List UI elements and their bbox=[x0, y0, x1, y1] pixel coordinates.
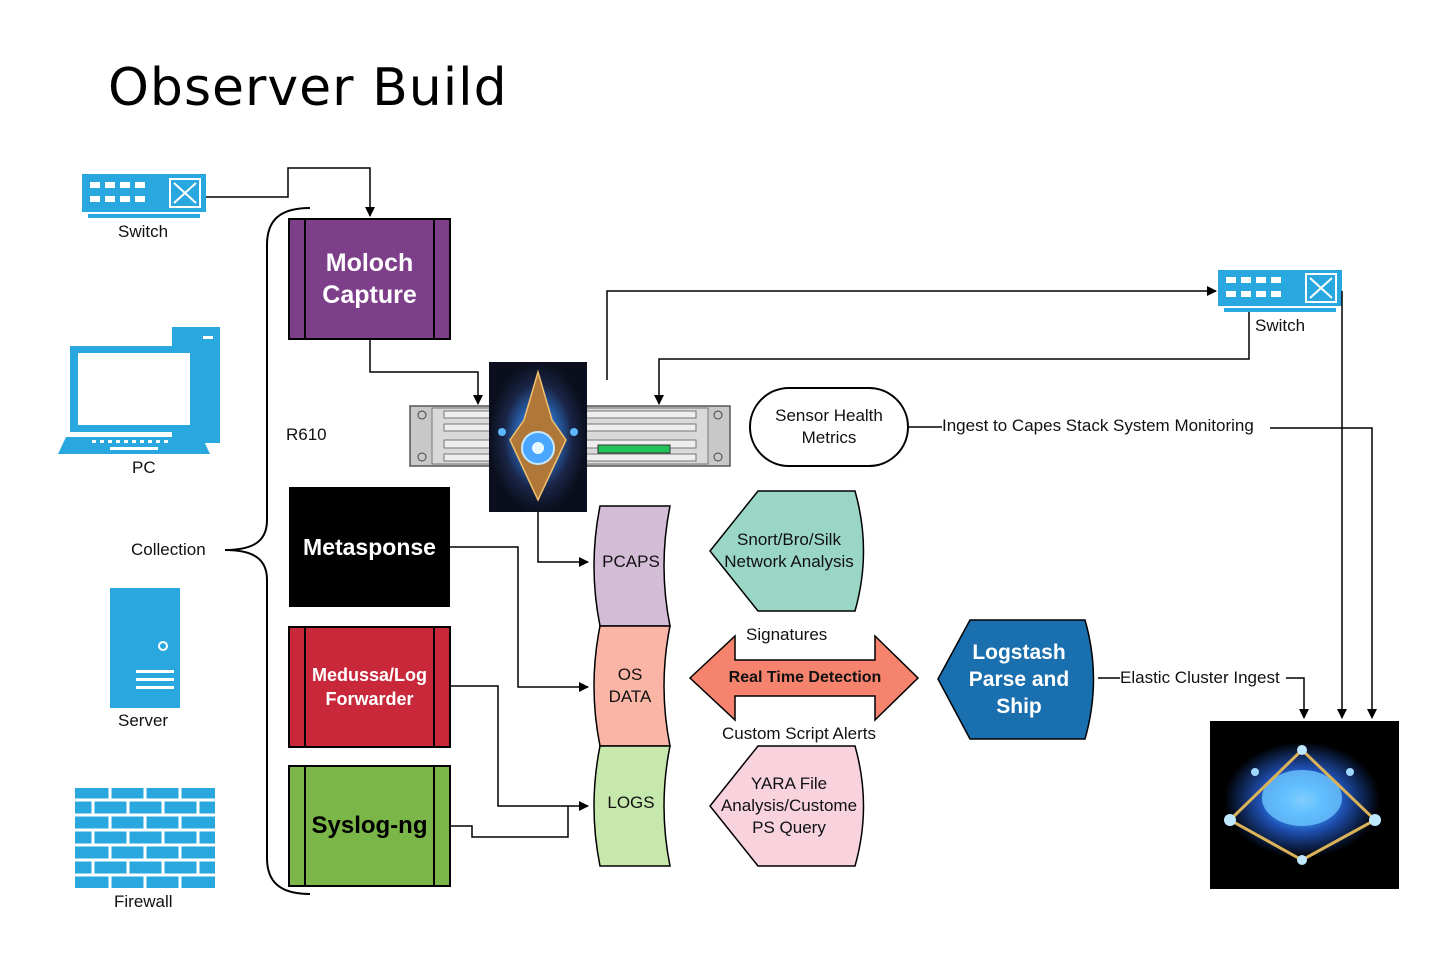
starship-image bbox=[489, 362, 587, 512]
server-label: Server bbox=[118, 711, 169, 730]
page-title: Observer Build bbox=[108, 58, 508, 118]
sensor-health-label: Sensor Health Metrics bbox=[775, 406, 883, 447]
firewall-icon bbox=[75, 788, 215, 888]
snort-analysis-shape bbox=[709, 490, 865, 612]
metasponse-label: Metasponse bbox=[303, 533, 436, 560]
logstash-shape bbox=[937, 619, 1095, 740]
switch-label: Switch bbox=[118, 222, 169, 241]
syslog-box bbox=[288, 765, 451, 887]
pcaps-label: PCAPS bbox=[602, 552, 660, 571]
r610-label: R610 bbox=[286, 425, 327, 444]
moloch-capture-label: Moloch Capture bbox=[322, 249, 417, 309]
connectors bbox=[206, 167, 1377, 838]
collection-brace bbox=[224, 207, 311, 895]
signatures-label: Signatures bbox=[746, 625, 828, 644]
switch-icon bbox=[82, 174, 206, 218]
pc-label: PC bbox=[132, 458, 156, 477]
ingest-monitoring-label: Ingest to Capes Stack System Monitoring bbox=[942, 416, 1254, 435]
elastic-ingest-label: Elastic Cluster Ingest bbox=[1120, 668, 1280, 687]
pc-icon bbox=[58, 327, 220, 454]
switch-right-label: Switch bbox=[1255, 316, 1306, 335]
logstash-label: Logstash Parse and Ship bbox=[968, 641, 1070, 718]
syslog-label: Syslog-ng bbox=[311, 812, 428, 839]
snort-analysis-label: Snort/Bro/Silk Network Analysis bbox=[724, 530, 854, 571]
moloch-capture-box bbox=[288, 218, 451, 340]
detection-label: Real Time Detection bbox=[728, 669, 882, 686]
firewall-label: Firewall bbox=[114, 892, 173, 911]
os-data-label: OS DATA bbox=[608, 665, 652, 706]
detection-arrow bbox=[688, 634, 920, 722]
yara-analysis-shape bbox=[709, 745, 865, 867]
collection-label: Collection bbox=[131, 540, 206, 559]
yara-analysis-label: YARA File Analysis/Custome PS Query bbox=[720, 774, 858, 837]
switch-icon-right bbox=[1218, 270, 1342, 312]
medussa-box bbox=[288, 626, 451, 748]
mothership-image bbox=[1210, 721, 1399, 889]
custom-alerts-label: Custom Script Alerts bbox=[722, 724, 876, 743]
metasponse-box bbox=[289, 487, 450, 607]
logs-label: LOGS bbox=[607, 793, 655, 812]
logs-store bbox=[593, 745, 671, 867]
medussa-label: Medussa/Log Forwarder bbox=[311, 665, 427, 709]
server-icon bbox=[110, 588, 180, 708]
